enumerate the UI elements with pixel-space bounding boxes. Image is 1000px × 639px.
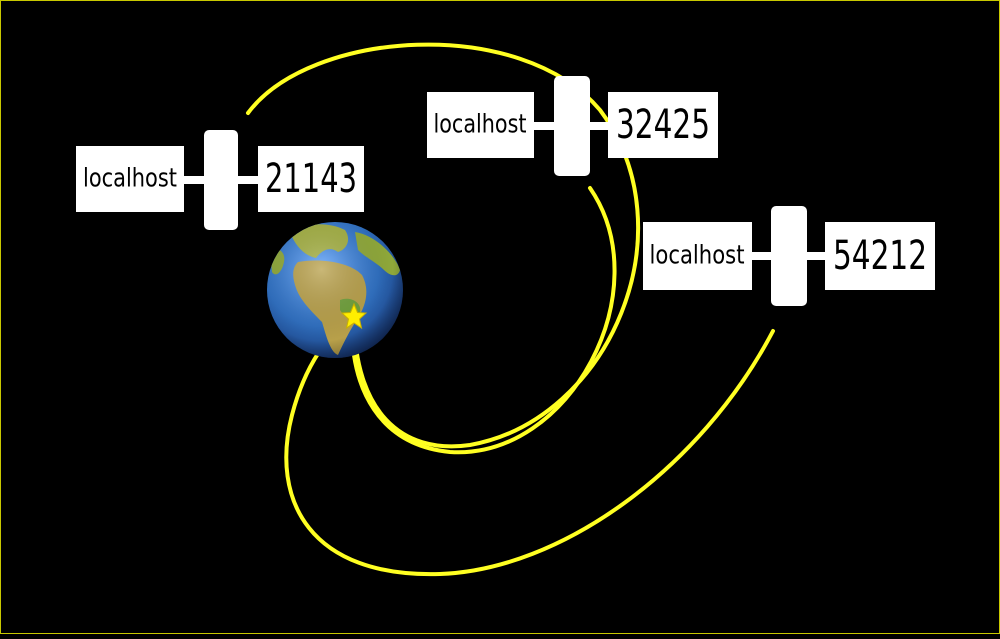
port-label: 32425 [616,102,710,148]
port-connector [554,76,590,176]
host-label: localhost [434,110,527,140]
host-label: localhost [83,164,177,194]
server-node-1: localhost 21143 [76,130,364,230]
port-label: 21143 [265,156,357,202]
server-node-2: localhost 32425 [427,76,718,176]
origin-star-icon [340,302,368,330]
connection-lines [246,42,775,577]
port-label: 54212 [833,233,927,279]
port-connector [771,206,807,306]
port-box [258,146,364,212]
host-box [427,92,534,158]
earth-globe-icon [267,222,403,358]
host-box [76,146,184,212]
port-box [608,92,718,158]
port-connector [204,130,238,230]
connection-arc-21143 [246,42,641,449]
connection-arc-54212 [284,316,775,577]
port-box [825,222,935,290]
host-label: localhost [650,241,745,271]
server-node-3: localhost 54212 [643,206,935,306]
host-box [643,222,752,290]
connection-arc-32425 [349,186,617,455]
